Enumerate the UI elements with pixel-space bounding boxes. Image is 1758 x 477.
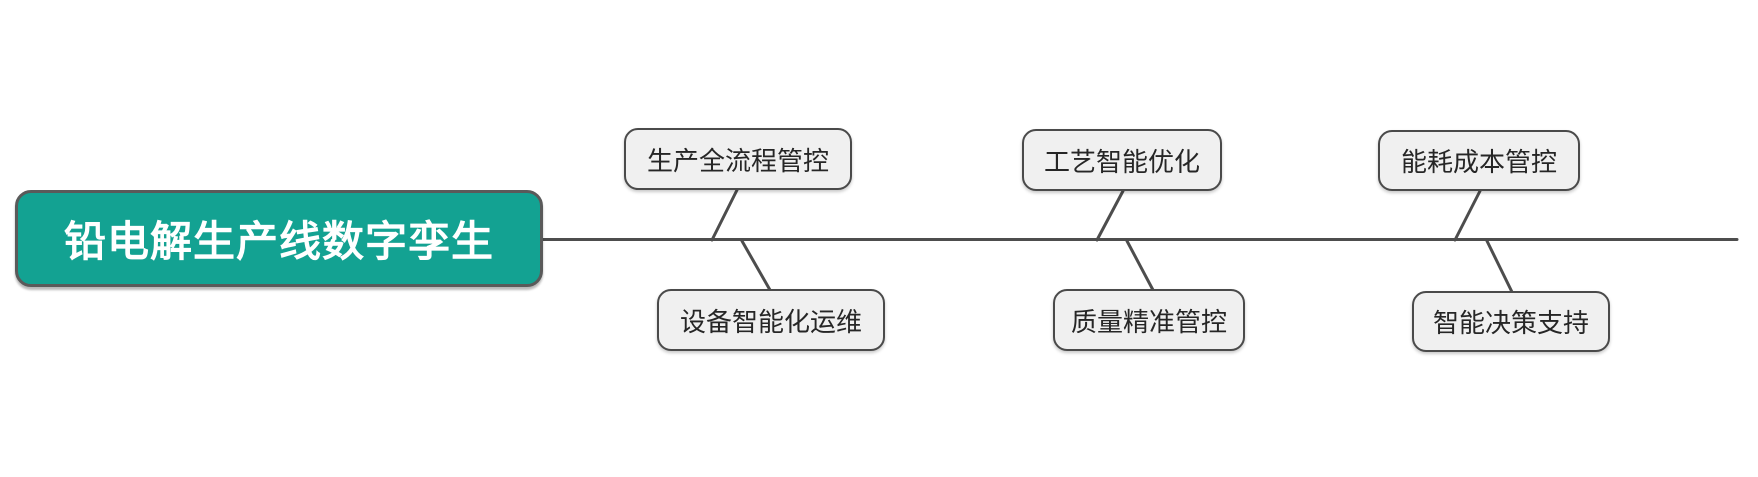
branch-node-equipment-intelligent-om[interactable]: 设备智能化运维: [657, 289, 885, 351]
rib-top-3: [1453, 189, 1482, 242]
root-node[interactable]: 铅电解生产线数字孪生: [15, 190, 543, 287]
rib-top-2: [1095, 189, 1125, 242]
rib-bottom-2: [1125, 239, 1155, 292]
branch-node-process-intelligent-optimization[interactable]: 工艺智能优化: [1022, 129, 1222, 191]
branch-node-intelligent-decision-support[interactable]: 智能决策支持: [1412, 291, 1610, 352]
branch-node-energy-cost-control[interactable]: 能耗成本管控: [1378, 130, 1580, 191]
rib-top-1: [710, 188, 739, 242]
branch-node-production-process-control[interactable]: 生产全流程管控: [624, 128, 852, 190]
rib-bottom-1: [740, 239, 772, 292]
branch-node-quality-precise-control[interactable]: 质量精准管控: [1053, 289, 1245, 351]
rib-bottom-3: [1485, 239, 1514, 294]
